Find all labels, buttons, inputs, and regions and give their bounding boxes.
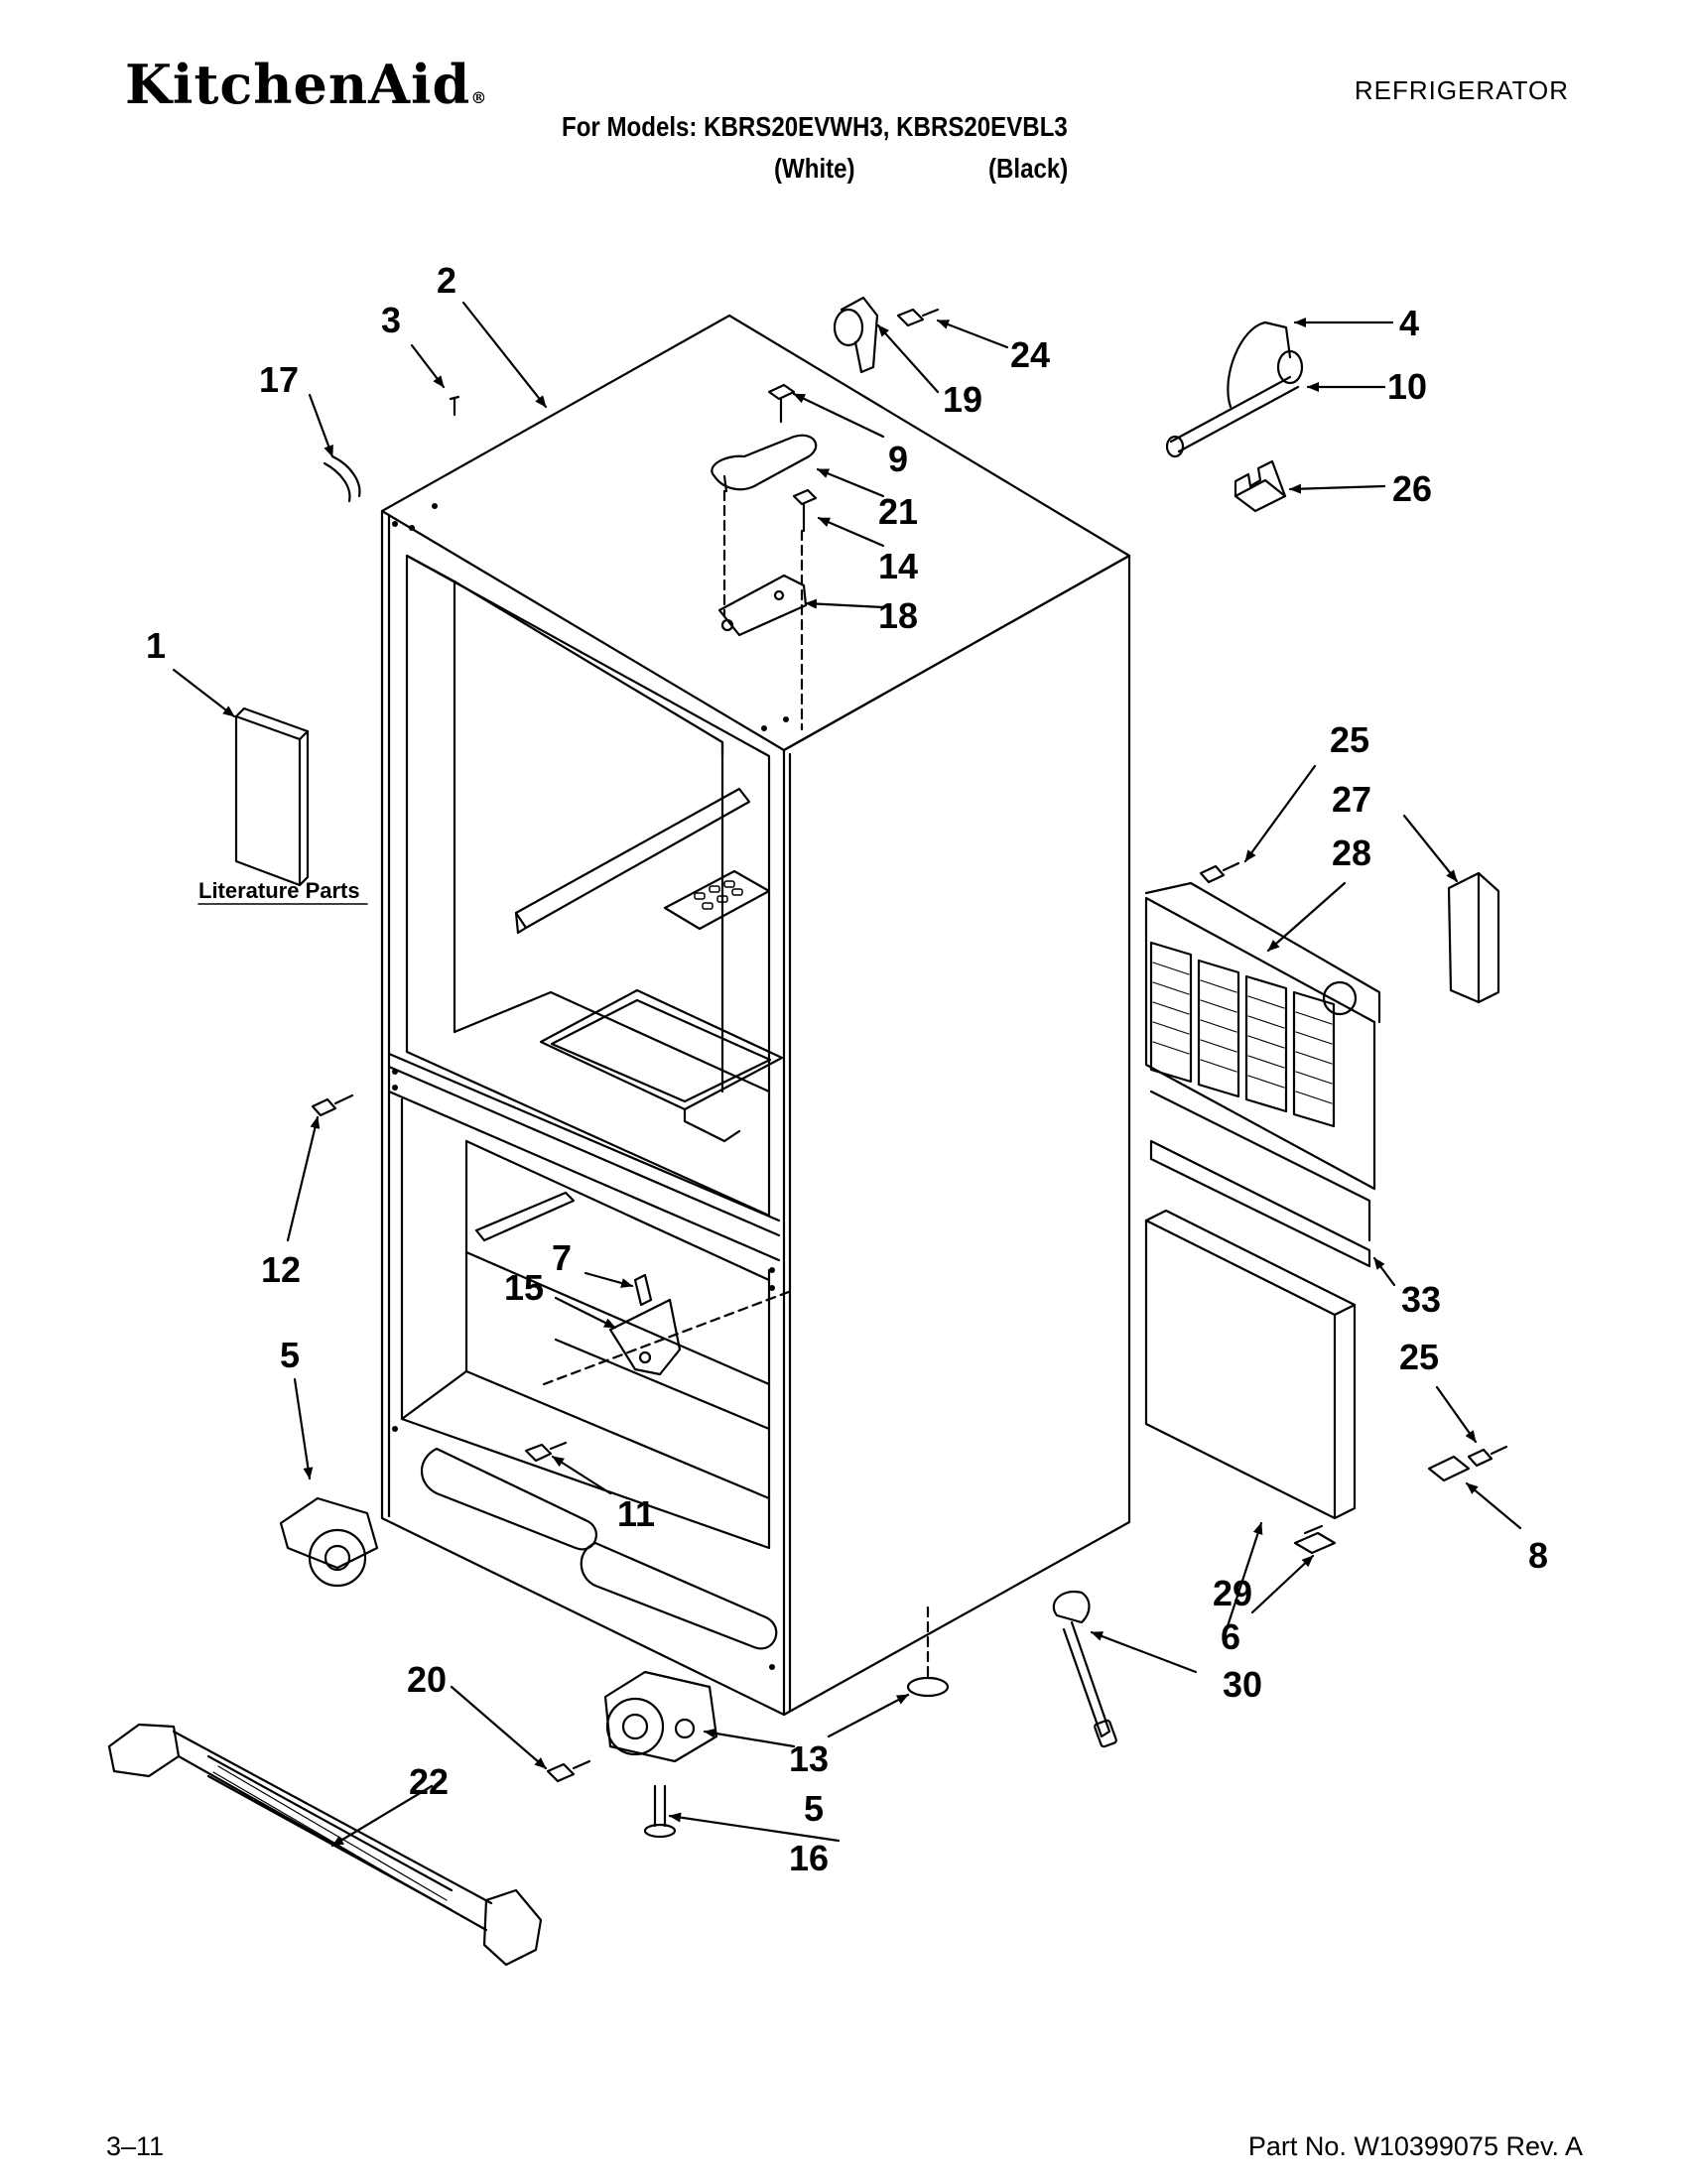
tube-assembly (1165, 321, 1304, 458)
callout-20: 20 (407, 1659, 447, 1700)
cabinet (380, 314, 1131, 1717)
callout-5-left: 5 (280, 1335, 300, 1375)
callout-25-lower: 25 (1399, 1337, 1439, 1377)
callout-7: 7 (552, 1237, 572, 1278)
callout-33: 33 (1401, 1279, 1441, 1320)
cover-27 (1447, 871, 1500, 1004)
callout-22: 22 (409, 1761, 449, 1802)
tube-17 (323, 454, 361, 503)
callout-13: 13 (789, 1738, 829, 1779)
callout-18: 18 (878, 595, 918, 636)
seal-strip-33 (1149, 1090, 1371, 1268)
top-hinge-assembly (711, 296, 940, 731)
brand-logo: KitchenAid® (125, 53, 488, 116)
roller-right (603, 1670, 718, 1763)
callout-27: 27 (1332, 779, 1371, 820)
screw-11 (524, 1441, 568, 1463)
literature-parts-booklet (234, 707, 310, 887)
callout-1: 1 (146, 625, 166, 666)
screw-25-top (1199, 861, 1240, 884)
clip-26 (1234, 459, 1287, 513)
clip-8 (1427, 1455, 1471, 1482)
callout-12: 12 (261, 1249, 301, 1290)
callout-6: 6 (1221, 1616, 1240, 1657)
product-category: REFRIGERATOR (1354, 75, 1569, 105)
page-number: 3–11 (106, 2131, 165, 2161)
callout-28: 28 (1332, 833, 1371, 873)
freezer-hinge (542, 1273, 796, 1386)
screw-25-lower (1467, 1445, 1508, 1468)
front-grille-28 (1144, 881, 1381, 1191)
callout-8: 8 (1528, 1535, 1548, 1576)
plug-3 (449, 395, 460, 417)
callout-11: 11 (617, 1493, 655, 1534)
callout-29: 29 (1213, 1573, 1252, 1613)
clip-6 (1293, 1524, 1337, 1555)
leveler-16 (643, 1784, 677, 1839)
callout-2: 2 (437, 260, 456, 301)
callout-25-top: 25 (1330, 719, 1369, 760)
callout-5-right: 5 (804, 1788, 824, 1829)
callout-3: 3 (381, 300, 401, 340)
callout-26: 26 (1392, 468, 1432, 509)
roller-left (279, 1496, 379, 1588)
models-line: For Models: KBRS20EVWH3, KBRS20EVBL3 (562, 111, 1068, 142)
callout-17: 17 (259, 359, 299, 400)
callout-16: 16 (789, 1838, 829, 1878)
callout-30: 30 (1223, 1664, 1262, 1705)
literature-parts-label: Literature Parts (198, 878, 360, 903)
toe-grille-22 (107, 1723, 543, 1967)
screw-12 (311, 1093, 354, 1117)
callout-24: 24 (1010, 334, 1050, 375)
wrench-30 (1052, 1590, 1117, 1748)
foot-pad-13 (906, 1606, 950, 1698)
callout-9: 9 (888, 439, 908, 479)
model-note-black: (Black) (988, 153, 1069, 184)
screw-20 (546, 1759, 591, 1783)
callout-19: 19 (943, 379, 982, 420)
callout-14: 14 (878, 546, 918, 586)
callout-21: 21 (878, 491, 918, 532)
callout-15: 15 (504, 1267, 544, 1308)
callout-10: 10 (1387, 366, 1427, 407)
callout-4: 4 (1399, 303, 1419, 343)
panel-29 (1144, 1209, 1357, 1520)
callout-leaders (172, 301, 1522, 1848)
model-note-white: (White) (774, 153, 855, 184)
part-number: Part No. W10399075 Rev. A (1247, 2131, 1583, 2161)
